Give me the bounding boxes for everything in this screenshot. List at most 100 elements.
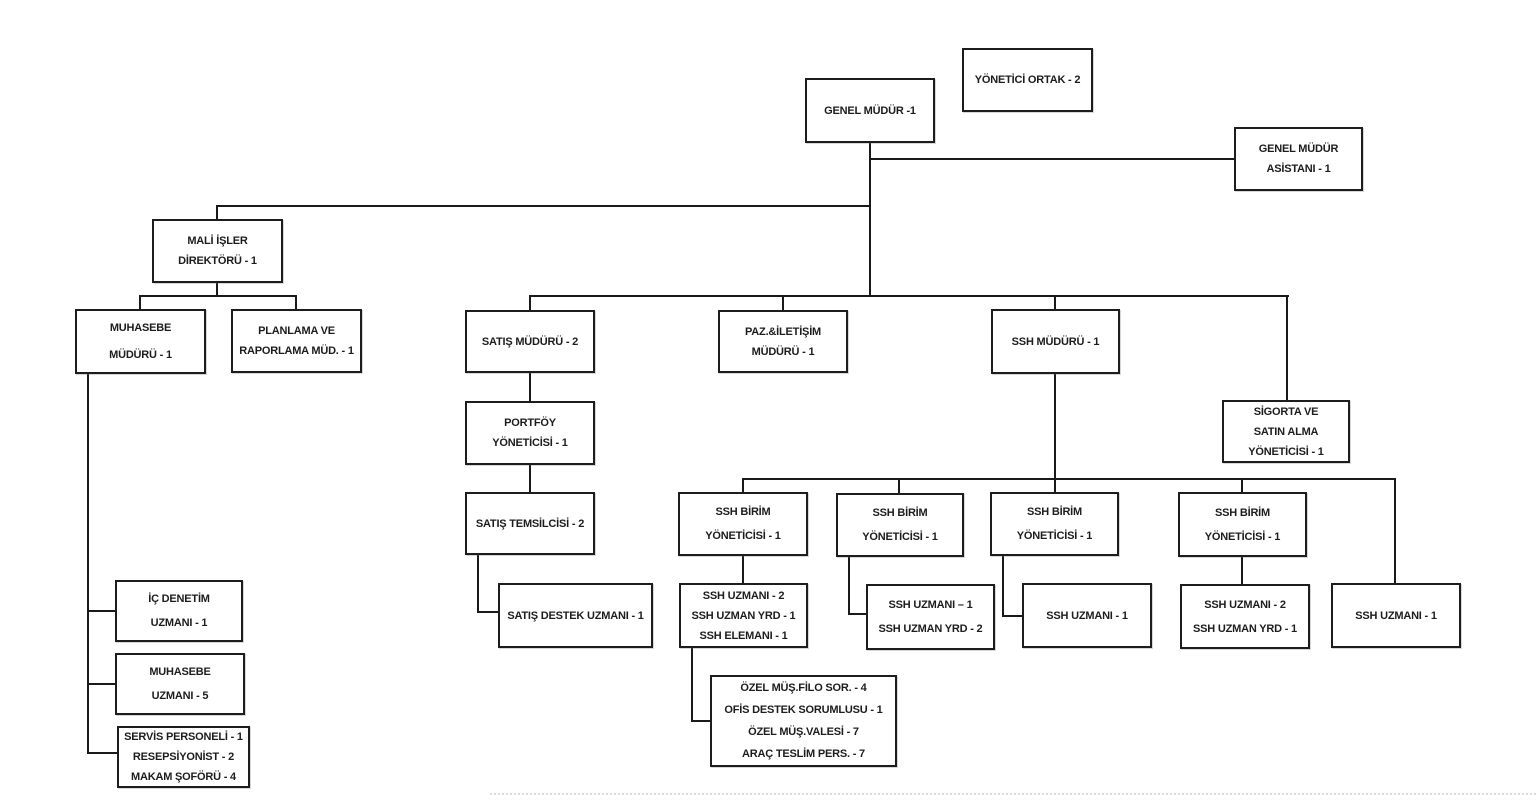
connector-line [216, 205, 871, 207]
node-label-line: ÖZEL MÜŞ.FİLO SOR. - 4 [740, 682, 867, 694]
node-label-line: SSH UZMANI – 1 [888, 599, 973, 611]
node-label-line: UZMANI - 5 [151, 690, 209, 702]
node-label-line: YÖNETİCİSİ - 1 [705, 530, 781, 542]
node-label-line: SSH UZMAN YRD - 1 [691, 609, 796, 622]
connector-line [477, 555, 479, 613]
node-label-line: SSH MÜDÜRÜ - 1 [1011, 335, 1100, 348]
connector-line [529, 373, 531, 401]
connector-line [295, 295, 297, 310]
org-node-muhasebe-muduru: MUHASEBE MÜDÜRÜ - 1 [75, 309, 206, 374]
connector-line [1394, 478, 1396, 583]
node-label-line: SSH UZMAN YRD - 1 [1193, 622, 1297, 635]
org-node-genel-mudur-asistani: GENEL MÜDÜR ASİSTANI - 1 [1234, 127, 1363, 191]
org-node-ssh-birim-yoneticisi-4: SSH BİRİM YÖNETİCİSİ - 1 [1178, 492, 1307, 557]
node-label-line: MALİ İŞLER [187, 235, 248, 247]
connector-line [529, 295, 1289, 297]
org-node-ic-denetim-uzmani: İÇ DENETİM UZMANI - 1 [115, 580, 243, 642]
org-node-planlama-raporlama: PLANLAMA VE RAPORLAMA MÜD. - 1 [231, 309, 362, 373]
node-label-line: MUHASEBE [109, 321, 172, 334]
node-label-line: SİGORTA VE [1253, 405, 1319, 418]
node-label-line: GENEL MÜDÜR -1 [824, 104, 916, 117]
node-label-line: ASİSTANI - 1 [1266, 163, 1331, 175]
node-label-line: DİREKTÖRÜ - 1 [178, 255, 257, 267]
node-label-line: MAKAM ŞOFÖRÜ - 4 [131, 771, 236, 783]
connector-line [139, 295, 141, 310]
connector-line [477, 611, 498, 613]
org-node-yonetici-ortak: YÖNETİCİ ORTAK - 2 [962, 48, 1093, 112]
connector-line [1241, 557, 1243, 584]
connector-line [216, 205, 218, 221]
org-node-mali-isler-direktoru: MALİ İŞLER DİREKTÖRÜ - 1 [152, 219, 283, 283]
node-label-line: SSH BİRİM [1214, 506, 1271, 519]
node-label-line: SATIŞ TEMSİLCİSİ - 2 [475, 517, 585, 530]
org-node-ssh-ekip-1: SSH UZMANI - 2 SSH UZMAN YRD - 1 SSH ELEMA… [679, 583, 808, 648]
connector-line [87, 752, 117, 754]
node-label-line: SERVİS PERSONELİ - 1 [124, 731, 243, 743]
connector-line [782, 295, 784, 311]
org-node-genel-mudur: GENEL MÜDÜR -1 [805, 78, 935, 143]
connector-line [848, 557, 850, 615]
node-label-line: SSH UZMAN YRD - 2 [878, 623, 983, 635]
node-label-line: UZMANI - 1 [150, 617, 208, 629]
node-label-line: ÖZEL MÜŞ.VALESİ - 7 [748, 726, 859, 738]
org-node-satis-temsilcisi: SATIŞ TEMSİLCİSİ - 2 [465, 492, 595, 555]
connector-line [869, 143, 871, 296]
node-label-line: PORTFÖY [504, 417, 556, 429]
node-label-line: YÖNETİCİ ORTAK - 2 [974, 74, 1081, 86]
org-node-muhasebe-uzmani: MUHASEBE UZMANI - 5 [115, 653, 245, 715]
connector-line [87, 610, 115, 612]
connector-line [869, 158, 1234, 160]
node-label-line: SSH UZMANI - 2 [1204, 598, 1286, 611]
connector-line [691, 720, 710, 722]
org-node-ssh-birim-yoneticisi-3: SSH BİRİM YÖNETİCİSİ - 1 [990, 492, 1119, 556]
org-node-ssh-ekip-4: SSH UZMANI - 2 SSH UZMAN YRD - 1 [1180, 584, 1310, 649]
connector-line [216, 283, 218, 297]
connector-line [742, 556, 744, 583]
connector-line [742, 478, 744, 492]
node-label-line: YÖNETİCİSİ - 1 [1204, 530, 1281, 543]
node-label-line: ARAÇ TESLİM PERS. - 7 [742, 748, 865, 760]
org-node-satis-destek-uzmani: SATIŞ DESTEK UZMANI - 1 [498, 583, 653, 648]
page-boundary-line [490, 793, 1536, 795]
node-label-line: GENEL MÜDÜR [1258, 143, 1339, 155]
org-node-ssh-uzmani-3: SSH UZMANI - 1 [1022, 583, 1152, 648]
connector-line [139, 295, 297, 297]
connector-line [1002, 556, 1004, 617]
node-label-line: İÇ DENETİM [148, 593, 210, 605]
org-node-ssh-muduru: SSH MÜDÜRÜ - 1 [991, 309, 1120, 374]
node-label-line: YÖNETİCİSİ - 1 [1248, 445, 1324, 458]
node-label-line: RESEPSİYONİST - 2 [132, 751, 235, 763]
node-label-line: SSH BİRİM [715, 506, 771, 518]
node-label-line: SSH UZMANI - 1 [1046, 609, 1128, 622]
node-label-line: SSH BİRİM [1026, 506, 1083, 518]
connector-line [848, 613, 866, 615]
org-node-ssh-birim-yoneticisi-1: SSH BİRİM YÖNETİCİSİ - 1 [678, 492, 808, 556]
connector-line [691, 648, 693, 722]
node-label-line: MÜDÜRÜ - 1 [109, 348, 172, 361]
node-label-line: RAPORLAMA MÜD. - 1 [239, 345, 354, 357]
node-label-line: PLANLAMA VE [258, 325, 335, 337]
node-label-line: YÖNETİCİSİ - 1 [862, 531, 938, 543]
connector-line [1054, 295, 1056, 310]
org-node-ssh-birim-yoneticisi-2: SSH BİRİM YÖNETİCİSİ - 1 [836, 493, 964, 557]
org-node-ssh-ekip-2: SSH UZMANI – 1 SSH UZMAN YRD - 2 [866, 584, 995, 650]
connector-line [87, 374, 89, 754]
node-label-line: SSH ELEMANI - 1 [699, 629, 788, 642]
connector-line [742, 478, 1396, 480]
node-label-line: SATIŞ MÜDÜRÜ - 2 [481, 335, 579, 348]
node-label-line: MUHASEBE [149, 666, 211, 678]
connector-line [898, 478, 900, 493]
node-label-line: SSH BİRİM [872, 507, 928, 519]
connector-line [1002, 615, 1022, 617]
node-label-line: SSH UZMANI - 2 [702, 589, 785, 602]
node-label-line: PAZ.&İLETİŞİM [744, 325, 822, 338]
node-label-line: YÖNETİCİSİ - 1 [1016, 530, 1093, 542]
org-node-ssh-uzmani-sag: SSH UZMANI - 1 [1331, 583, 1461, 648]
connector-line [1054, 374, 1056, 492]
connector-line [529, 465, 531, 492]
